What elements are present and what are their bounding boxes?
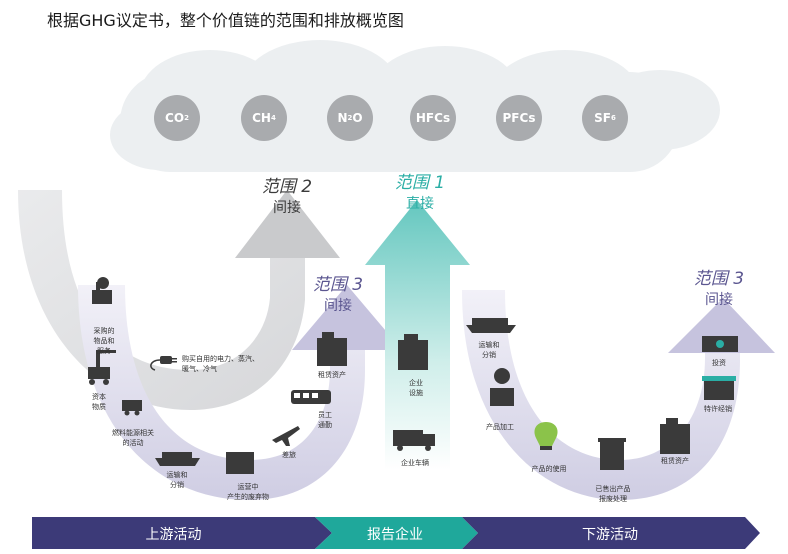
downstream-factory-icon	[490, 368, 514, 406]
downstream-building-icon	[660, 418, 690, 454]
band-downstream-shape	[462, 517, 760, 549]
label-capital-goods: 资本 物质	[92, 393, 106, 411]
label-use: 产品的使用	[531, 465, 567, 473]
scope3-upstream-arrowhead	[292, 285, 402, 350]
band-upstream-shape	[32, 517, 332, 549]
label-investments: 投资	[712, 359, 726, 367]
truck-icon	[393, 430, 435, 451]
factory-icon	[92, 277, 112, 304]
scope3-downstream-label: 范围 3 间接	[684, 264, 754, 309]
downstream-ship-icon	[466, 318, 516, 333]
building-icon	[317, 332, 347, 366]
scope3-upstream-arc	[78, 285, 365, 500]
scope1-title: 范围 1	[394, 173, 446, 193]
label-processing: 产品加工	[486, 423, 514, 431]
page-title: 根据GHG议定书，整个价值链的范围和排放概览图	[47, 11, 404, 30]
label-vehicles: 企业车辆	[401, 459, 429, 467]
scope3-downstream-sub: 间接	[705, 292, 733, 308]
ship-icon	[155, 452, 200, 466]
train-icon	[291, 390, 331, 404]
label-franchises: 特许经销	[704, 405, 732, 413]
money-icon	[702, 336, 738, 352]
gas-hfcs: HFCs	[410, 95, 456, 141]
band-company-shape	[315, 517, 478, 549]
dumpster-icon	[226, 452, 254, 474]
scope3-upstream-sub: 间接	[324, 298, 352, 314]
scope3-downstream-arrowhead	[668, 298, 775, 353]
crane-icon	[88, 350, 116, 385]
scope1-label: 范围 1 直接	[385, 168, 455, 213]
label-fuel-energy: 燃料能源相关 的活动	[112, 429, 154, 447]
label-waste: 运营中 产生的废弃物	[227, 483, 269, 501]
band-upstream-label: 上游活动	[145, 527, 202, 543]
mine-cart-icon	[122, 400, 142, 416]
scope2-sub: 间接	[273, 200, 301, 216]
label-downstream-transport: 运输和 分销	[478, 341, 500, 359]
scope2-label: 范围 2 间接	[252, 172, 322, 217]
bulb-icon	[534, 422, 558, 450]
label-commuting: 员工 通勤	[318, 411, 332, 429]
scope3-upstream-title: 范围 3	[312, 275, 364, 295]
company-building-icon	[398, 334, 428, 370]
gas-pfcs: PFCs	[496, 95, 542, 141]
label-end-of-life: 已售出产品 报废处理	[595, 485, 631, 503]
band-downstream-label: 下游活动	[582, 527, 638, 543]
scope2-arrowhead	[235, 190, 340, 258]
label-upstream-transport: 运输和 分销	[166, 471, 188, 489]
label-upstream-leased: 租赁资产	[318, 371, 346, 379]
scope3-upstream-label: 范围 3 间接	[303, 270, 373, 315]
label-electricity: 购买自用的电力、蒸汽、 暖气、冷气	[182, 355, 259, 373]
band-company-label: 报告企业	[367, 527, 423, 543]
scope2-title: 范围 2	[261, 177, 313, 197]
scope1-sub: 直接	[406, 196, 434, 212]
plug-icon	[150, 356, 177, 371]
scope3-downstream-title: 范围 3	[693, 269, 745, 289]
label-facilities: 企业 设施	[409, 379, 423, 397]
plane-icon	[272, 426, 300, 446]
label-purchased-goods: 采购的 物品和 服务	[93, 327, 115, 355]
label-downstream-leased: 租赁资产	[661, 457, 689, 465]
store-icon	[702, 376, 736, 400]
recycle-bin-icon	[598, 438, 626, 470]
label-business-travel: 差旅	[282, 451, 296, 459]
